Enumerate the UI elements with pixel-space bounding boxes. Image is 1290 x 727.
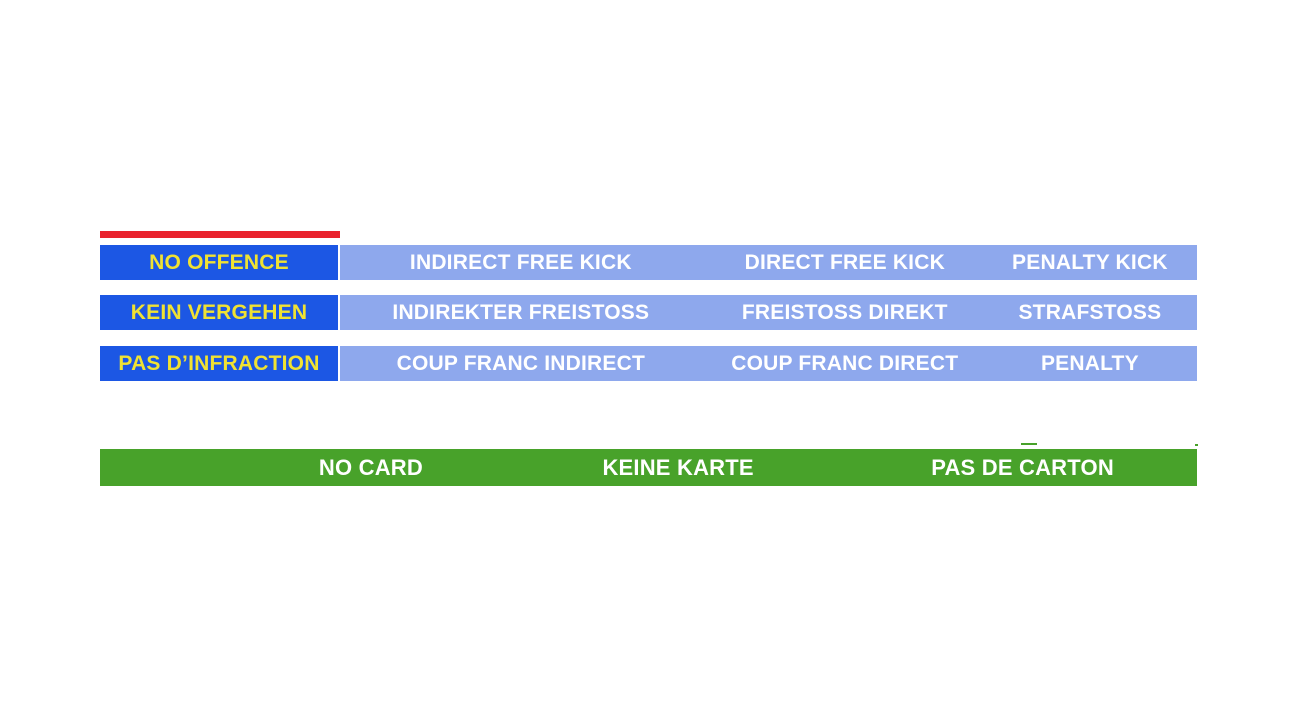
sanction-bar: COUP FRANC INDIRECT COUP FRANC DIRECT PE… [340, 346, 1197, 381]
sanction-label-direct: DIRECT FREE KICK [744, 250, 945, 274]
sanction-bar: INDIREKTER FREISTOSS FREISTOSS DIREKT ST… [340, 295, 1197, 330]
sanction-label-indirect: INDIREKTER FREISTOSS [392, 300, 650, 324]
table-row-english: NO OFFENCE INDIRECT FREE KICK DIRECT FRE… [100, 245, 1197, 280]
sanction-label-direct: FREISTOSS DIREKT [741, 300, 948, 324]
sanction-label-direct: COUP FRANC DIRECT [731, 351, 959, 375]
sanction-label-penalty: PENALTY KICK [1012, 250, 1168, 274]
no-card-label-french: PAS DE CARTON [931, 454, 1114, 480]
sanction-label-penalty: PENALTY [1040, 351, 1139, 375]
offence-cell: NO OFFENCE [100, 245, 338, 280]
green-line-fragment [1021, 443, 1037, 445]
red-accent-bar [100, 231, 340, 238]
sanction-bar: INDIRECT FREE KICK DIRECT FREE KICK PENA… [340, 245, 1197, 280]
sanction-label-indirect: INDIRECT FREE KICK [409, 250, 632, 274]
sanction-label-penalty: STRAFSTOSS [1018, 300, 1162, 324]
no-card-label-english: NO CARD [318, 454, 423, 480]
no-card-label-german: KEINE KARTE [602, 454, 754, 480]
offence-cell: PAS D’INFRACTION [100, 346, 338, 381]
table-row-german: KEIN VERGEHEN INDIREKTER FREISTOSS FREIS… [100, 295, 1197, 330]
sanction-label-indirect: COUP FRANC INDIRECT [396, 351, 646, 375]
green-dot-fragment [1195, 444, 1198, 446]
offence-cell: KEIN VERGEHEN [100, 295, 338, 330]
no-card-bar: NO CARD KEINE KARTE PAS DE CARTON [100, 449, 1197, 486]
table-row-french: PAS D’INFRACTION COUP FRANC INDIRECT COU… [100, 346, 1197, 381]
